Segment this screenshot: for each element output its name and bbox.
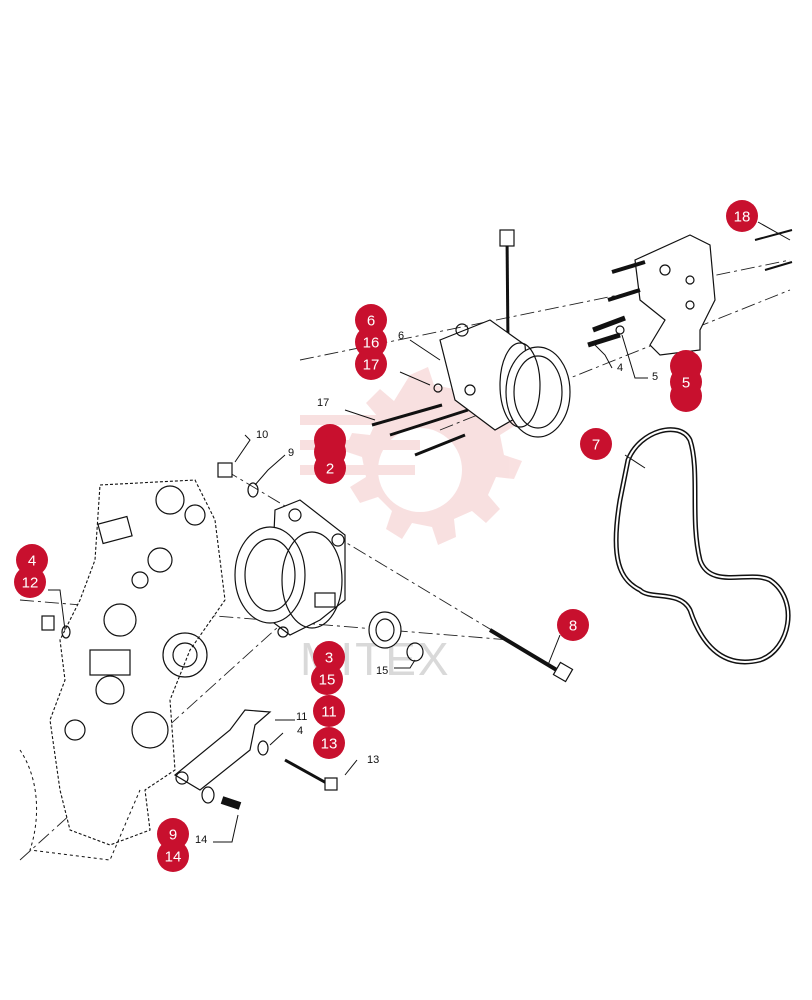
part-label: 10	[256, 429, 268, 441]
callout-badge: 6	[355, 304, 387, 336]
callout-label: 8	[569, 618, 577, 635]
engine-block	[19, 479, 226, 861]
part-label: 17	[317, 397, 329, 409]
callout-label: 14	[165, 849, 182, 866]
fasteners	[41, 462, 259, 639]
callout-label: 11	[321, 704, 337, 721]
serpentine-belt	[613, 427, 791, 665]
compressor-bolts	[371, 383, 469, 457]
ac-compressor	[439, 229, 571, 438]
callout-badge: 8	[557, 609, 589, 641]
long-bolt	[488, 628, 574, 683]
part-label: 4	[297, 725, 303, 737]
compressor-bracket	[634, 234, 716, 356]
callout-badge: 12	[14, 566, 46, 598]
callout-label: 12	[22, 575, 39, 592]
part-label: 11	[296, 711, 307, 723]
callout-badge: 18	[726, 200, 758, 232]
part-label: 14	[195, 834, 207, 846]
part-label: 4	[617, 362, 623, 374]
callout-badge: 9	[157, 818, 189, 850]
callout-badge: 13	[313, 727, 345, 759]
bracket-bolts	[587, 229, 793, 348]
callout-label: 3	[325, 650, 333, 667]
callout-label: 16	[363, 335, 380, 352]
callout-label: 17	[363, 357, 380, 374]
center-line	[224, 469, 501, 636]
callout-badge: 16	[355, 326, 387, 358]
strap-bracket	[173, 709, 338, 810]
part-label: 13	[367, 754, 379, 766]
callout-badge: 5	[670, 350, 702, 412]
callout-label: 5	[682, 375, 690, 392]
callout-label: 7	[592, 437, 600, 454]
callout-badge: 14	[157, 840, 189, 872]
leader-lines	[48, 221, 791, 843]
callout-label: 18	[734, 209, 751, 226]
callout-badge: 17	[355, 348, 387, 380]
alternator-pulley	[368, 611, 424, 662]
part-label: 15	[376, 665, 388, 677]
callout-label: 2	[326, 461, 334, 478]
callout-badge: 2	[314, 424, 346, 484]
callout-label: 6	[367, 313, 375, 330]
callout-label: 9	[169, 827, 177, 844]
part-label: 6	[398, 330, 404, 342]
callout-label: 4	[28, 553, 36, 570]
callout-label: 13	[321, 736, 338, 753]
alternator	[234, 499, 346, 638]
part-label: 5	[652, 371, 658, 383]
callout-badge: 7	[580, 428, 612, 460]
callout-label: 15	[319, 672, 336, 689]
callout-badge: 15	[311, 663, 343, 695]
part-label: 9	[288, 447, 294, 459]
callout-badge: 11	[313, 695, 345, 727]
